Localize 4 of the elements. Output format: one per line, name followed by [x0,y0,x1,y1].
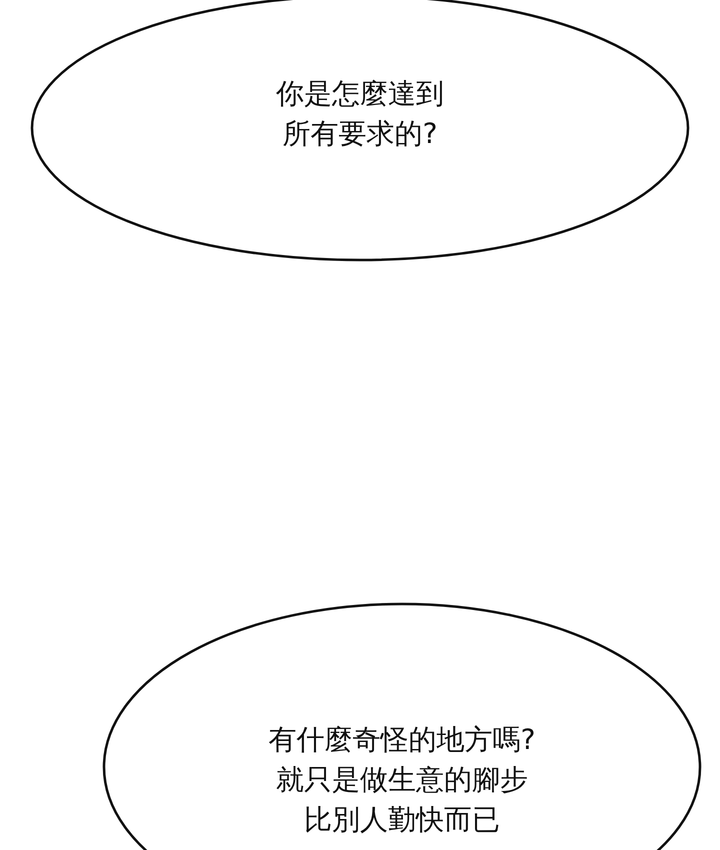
speech-bubble [30,0,690,262]
dialogue-text: 你是怎麼達到所有要求的? [275,76,445,152]
dialogue-text: 有什麼奇怪的地方嗎?就只是做生意的腳步比別人勤快而已 [268,722,536,838]
speech-bubble [102,602,702,850]
